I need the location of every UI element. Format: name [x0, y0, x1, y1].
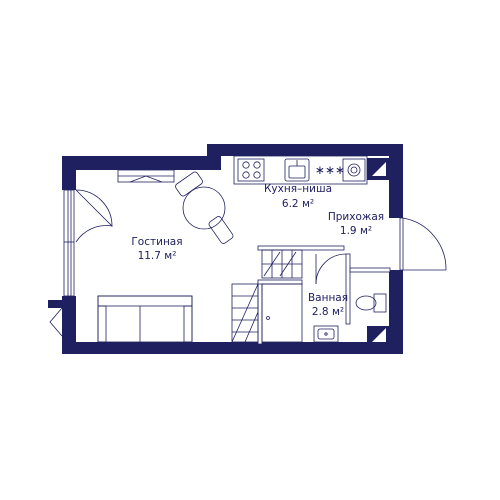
- svg-text:∗∗∗: ∗∗∗: [315, 163, 345, 177]
- bathroom-door: [315, 253, 347, 285]
- sink-icon: [284, 158, 310, 182]
- bath-area: 2.8 м²: [312, 306, 344, 318]
- chair-icon: [175, 171, 234, 244]
- kitchen-counter: ∗∗∗: [233, 155, 368, 185]
- hall-label: Прихожая: [328, 211, 384, 223]
- storage-rack: [231, 283, 259, 343]
- entrance-door: [399, 217, 447, 271]
- dining-table-icon: [182, 186, 226, 230]
- hall-area: 1.9 м²: [340, 225, 372, 237]
- washbasin-icon: [313, 325, 339, 343]
- balcony-window: [49, 189, 113, 337]
- washing-machine-icon: [342, 158, 366, 182]
- cooktop-icon: [237, 158, 265, 182]
- bath-label: Ванная: [308, 292, 348, 304]
- kitchen-area: 6.2 м²: [282, 198, 314, 210]
- living-label: Гостиная: [131, 236, 182, 248]
- kitchen-label: Кухня–ниша: [264, 183, 332, 195]
- top-window: [117, 169, 175, 183]
- sofa-icon: [97, 295, 193, 343]
- walls: [48, 144, 403, 354]
- toilet-icon: [355, 293, 387, 313]
- hob-icon: ∗∗∗: [315, 163, 345, 177]
- shower-icon: [261, 249, 303, 343]
- living-area: 11.7 м²: [138, 250, 177, 262]
